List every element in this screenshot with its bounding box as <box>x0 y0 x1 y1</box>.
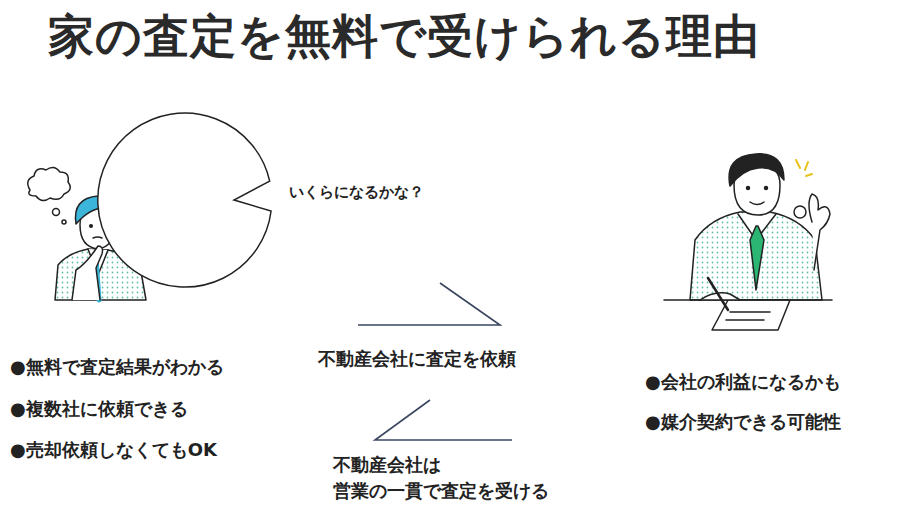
merit-item: ●複数社に依頼できる <box>10 397 188 421</box>
speech-bubble: いくらになるかな？ <box>268 104 444 280</box>
bubble-text: いくらになるかな？ <box>289 183 424 202</box>
merit-item: ●売却依頼しなくてもOK <box>10 438 217 462</box>
flow-text: 不動産会社は 営業の一貫で査定を受ける <box>333 452 593 504</box>
merit-item: ●会社の利益になるかも <box>645 370 841 394</box>
bubble-shape <box>98 113 271 287</box>
merit-item: ●媒介契約できる可能性 <box>645 410 841 434</box>
businessman <box>664 154 832 330</box>
flow-line <box>358 283 500 325</box>
title: 家の査定を無料で受けられる理由 <box>48 6 760 68</box>
merit-item: ●無料で査定結果がわかる <box>10 355 224 379</box>
flow-line <box>375 400 512 440</box>
flow-text: 不動産会社に査定を依頼 <box>318 347 516 371</box>
